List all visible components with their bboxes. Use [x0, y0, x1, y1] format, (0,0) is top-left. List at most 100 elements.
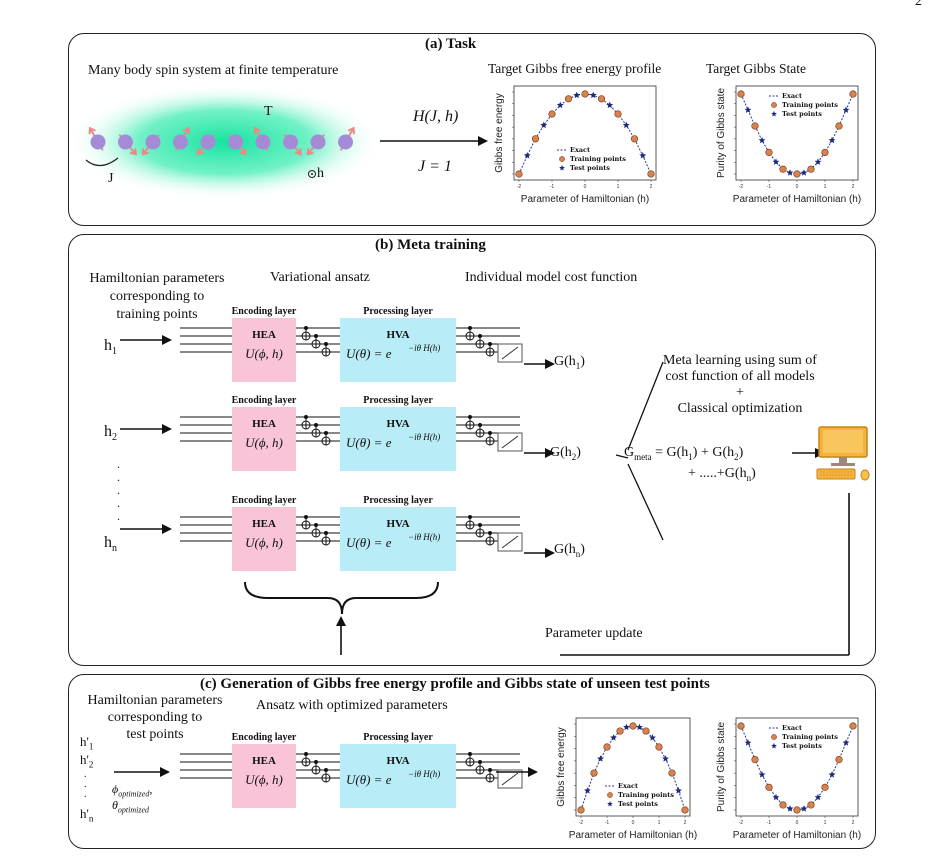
- test-point: [540, 121, 548, 129]
- spin-site: [118, 134, 137, 156]
- label-t: T: [264, 104, 273, 119]
- x-tick-label: 2: [650, 184, 653, 190]
- panel-meta-training: [68, 234, 876, 666]
- training-point: [681, 806, 689, 814]
- panel-generation-title: (c) Generation of Gibbs free energy prof…: [200, 676, 710, 692]
- training-point: [597, 95, 606, 103]
- spin-arrowhead: [347, 126, 355, 135]
- training-point: [765, 783, 773, 791]
- test-point: [523, 152, 531, 159]
- test-point: [675, 787, 682, 794]
- test-point: [828, 771, 836, 778]
- encoding-layer-label: Encoding layer: [232, 732, 297, 743]
- training-params-caption: Hamiltonian parameters corresponding to …: [89, 271, 225, 322]
- training-point: [531, 135, 540, 143]
- test-point: [828, 136, 836, 144]
- x-tick-label: -2: [739, 820, 744, 826]
- test-point: [772, 793, 780, 801]
- training-point: [835, 755, 843, 764]
- training-point: [737, 722, 745, 730]
- legend-training-swatch: [607, 792, 613, 798]
- task-arrow: [380, 136, 488, 146]
- hamiltonian-label: H(J, h): [413, 108, 459, 125]
- spin-arrowhead: [239, 148, 247, 156]
- test-point: [622, 121, 630, 129]
- input-h2-prime: h'2: [80, 752, 94, 770]
- feedback-arrowhead: [336, 616, 346, 655]
- plot-area: [513, 85, 657, 181]
- x-tick-label: 1: [824, 184, 827, 190]
- x-tick-label: 2: [852, 184, 855, 190]
- training-point: [849, 90, 857, 98]
- training-point: [630, 135, 639, 143]
- spin-arrowhead: [253, 126, 261, 135]
- x-tick-label: -1: [550, 184, 555, 190]
- spin-ball: [173, 134, 188, 150]
- output-g-hn: G(hn): [554, 542, 585, 559]
- x-axis-label: Parameter of Hamiltonian (h): [569, 830, 697, 841]
- spin-caption: Many body spin system at finite temperat…: [88, 63, 339, 78]
- training-point: [603, 743, 611, 751]
- spin-site: [253, 126, 271, 151]
- computer-icon: [816, 426, 870, 481]
- test-point: [584, 787, 591, 794]
- y-axis-label: Gibbs free energy: [556, 727, 567, 807]
- legend-test-swatch: [607, 801, 613, 807]
- panel-task-title: (a) Task: [425, 36, 477, 52]
- hva-exponent: −iθ H(h): [408, 343, 440, 353]
- encoding-layer-label: Encoding layer: [232, 495, 297, 506]
- g-meta-equation-line1: Gmeta = G(h1) + G(h2): [624, 445, 744, 462]
- x-axis-label: Parameter of Hamiltonian (h): [733, 830, 861, 841]
- output-g-h1: G(h1): [554, 354, 585, 371]
- x-axis-label: Parameter of Hamiltonian (h): [733, 194, 861, 205]
- spin-site: [88, 126, 106, 151]
- legend-training-swatch: [771, 102, 777, 108]
- spin-chain-illustration: [70, 84, 380, 200]
- meta-flow-lines: [560, 361, 850, 656]
- spin-ball: [228, 134, 243, 150]
- hea-gate: [232, 318, 296, 382]
- test-point: [636, 723, 643, 731]
- legend-exact-label: Exact: [618, 782, 638, 790]
- spin-array: [88, 126, 355, 156]
- input-hn: hn: [104, 534, 117, 555]
- test-point: [772, 158, 780, 165]
- x-tick-label: 0: [632, 820, 635, 826]
- test-point: [786, 805, 794, 812]
- y-axis-label: Purity of Gibbs state: [716, 88, 727, 178]
- test-point: [639, 152, 647, 159]
- spin-site: [283, 134, 302, 156]
- spin-arrowhead: [196, 148, 204, 156]
- legend-training-label: Training points: [782, 733, 838, 741]
- legend-exact-label: Exact: [570, 146, 590, 154]
- test-point: [610, 734, 617, 741]
- field-symbol: [308, 170, 316, 178]
- hva-unitary: U(θ) = e: [346, 535, 392, 550]
- spin-site: [338, 126, 355, 151]
- training-point: [793, 806, 801, 814]
- x-tick-label: 1: [824, 820, 827, 826]
- processing-layer-label: Processing layer: [363, 732, 433, 743]
- meta-learning-description: Meta learning using sum of cost function…: [663, 353, 817, 416]
- hea-label: HEA: [252, 418, 276, 430]
- training-point: [807, 165, 815, 173]
- label-h: h: [317, 166, 324, 181]
- training-point: [647, 170, 655, 178]
- chart2-title: Target Gibbs State: [706, 61, 807, 76]
- spin-ball: [90, 134, 106, 150]
- training-point: [515, 170, 523, 178]
- hva-label: HVA: [386, 755, 409, 767]
- hva-exponent: −iθ H(h): [408, 532, 440, 542]
- label-j: J: [108, 171, 114, 186]
- hva-gate: [340, 744, 456, 808]
- legend-exact-label: Exact: [782, 724, 802, 732]
- output-arrowhead: [545, 548, 555, 558]
- variational-ansatz-caption: Variational ansatz: [270, 270, 370, 285]
- input-h2: h2: [104, 423, 117, 444]
- input-arrowhead: [162, 524, 172, 534]
